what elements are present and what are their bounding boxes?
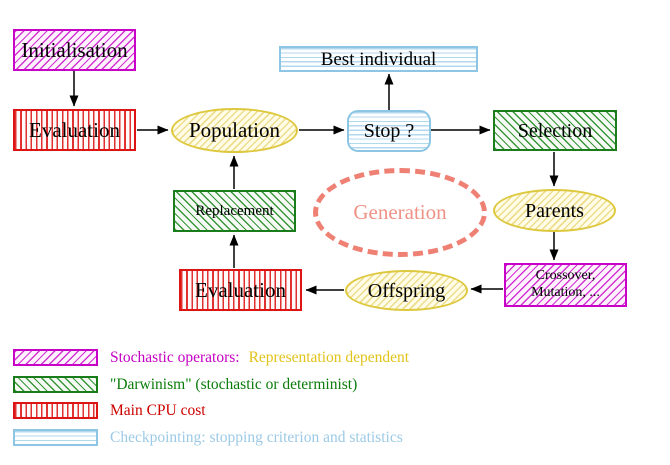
legend-swatch-checkpointing bbox=[13, 429, 98, 446]
crossover-label-line2: Mutation, ... bbox=[531, 285, 600, 300]
legend-swatch-darwinism bbox=[13, 376, 98, 393]
legend-label-stochastic-operators-text: Stochastic operators: bbox=[110, 349, 240, 366]
node-evaluation-top: Evaluation bbox=[13, 109, 136, 151]
node-selection: Selection bbox=[493, 110, 617, 151]
legend-label-main-cpu-cost: Main CPU cost bbox=[110, 402, 206, 419]
node-crossover-mutation: Crossover, Mutation, ... bbox=[504, 263, 627, 307]
legend-label-representation-dependent: Representation dependent bbox=[248, 349, 410, 366]
generation-cycle-ellipse: Generation bbox=[313, 168, 487, 257]
legend-swatch-stochastic-operators bbox=[13, 349, 98, 366]
node-parents: Parents bbox=[493, 189, 616, 232]
node-stop: Stop ? bbox=[347, 110, 431, 152]
legend-swatch-main-cpu-cost bbox=[13, 402, 98, 419]
legend-label-checkpointing: Checkpointing: stopping criterion and st… bbox=[110, 429, 403, 446]
crossover-label-line1: Crossover, bbox=[535, 268, 596, 284]
legend-label-stochastic-operators: Stochastic operators: Representation depe… bbox=[110, 349, 409, 367]
node-initialisation: Initialisation bbox=[13, 29, 136, 71]
node-offspring: Offspring bbox=[345, 270, 468, 311]
node-population: Population bbox=[171, 108, 298, 153]
legend-label-darwinism: "Darwinism" (stochastic or determinist) bbox=[110, 376, 358, 393]
node-evaluation-bottom: Evaluation bbox=[179, 269, 302, 311]
node-best-individual: Best individual bbox=[279, 46, 478, 72]
node-replacement: Replacement bbox=[173, 190, 296, 232]
